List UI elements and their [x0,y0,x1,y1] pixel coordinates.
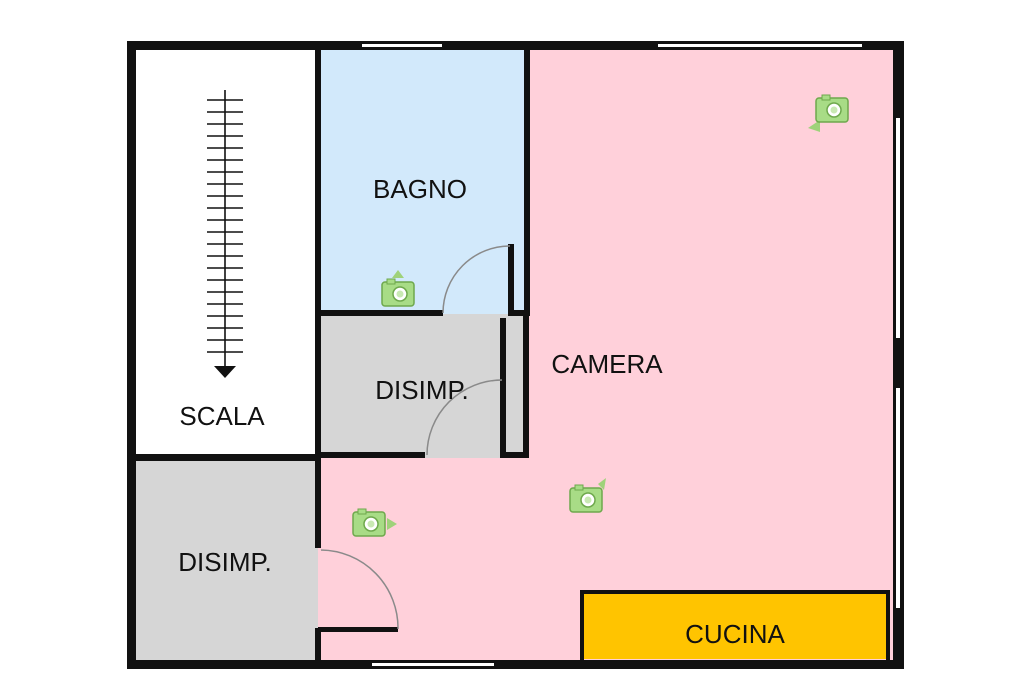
room-label-scala: SCALA [179,401,265,431]
room-label-bagno: BAGNO [373,174,467,204]
room-label-cucina: CUCINA [685,619,785,649]
room-disimp-upper [318,314,528,458]
room-label-disimp-lower: DISIMP. [178,547,271,577]
room-label-disimp-upper: DISIMP. [375,375,468,405]
camera-icon[interactable] [569,478,606,513]
walls [127,41,904,669]
room-bagno [318,48,528,314]
room-cucina [582,593,888,659]
room-label-camera: CAMERA [551,349,663,379]
stair-arrow-down-icon [214,366,236,378]
stair-symbol [207,90,243,368]
camera-icon[interactable] [352,508,397,537]
door-swings [320,245,511,630]
camera-icon[interactable] [808,94,849,132]
windows [362,44,900,666]
room-camera [318,48,898,662]
room-disimp-lower [133,458,318,660]
camera-icon[interactable] [381,270,415,307]
